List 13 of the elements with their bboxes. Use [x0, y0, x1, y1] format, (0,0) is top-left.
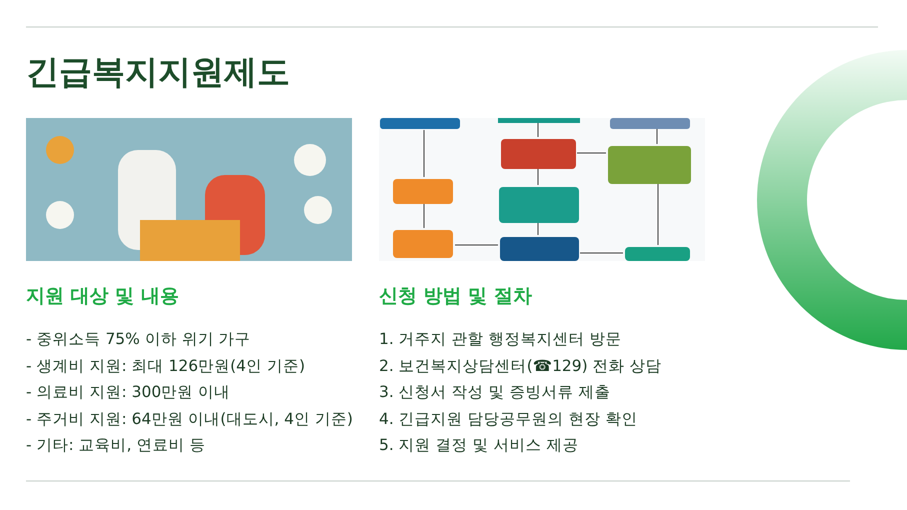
list-item: 4. 긴급지원 담당공무원의 현장 확인: [379, 408, 638, 430]
page-title: 긴급복지지원제도: [26, 52, 290, 92]
list-item: - 기타: 교육비, 연료비 등: [26, 435, 206, 456]
list-item: 2. 보건복지상담센터(☎129) 전화 상담: [379, 356, 662, 376]
list-item: - 중위소득 75% 이하 위기 가구: [26, 329, 251, 350]
list-item: - 생계비 지원: 최대 126만원(4인 기준): [26, 356, 305, 376]
list-item: - 주거비 지원: 64만원 이내(대도시, 4인 기준): [26, 408, 353, 430]
list-item: 1. 거주지 관할 행정복지센터 방문: [379, 329, 622, 350]
list-item: 3. 신청서 작성 및 증빙서류 제출: [379, 382, 610, 403]
section-heading: 지원 대상 및 내용: [26, 284, 179, 309]
section-heading: 신청 방법 및 절차: [379, 284, 532, 309]
list-item: - 의료비 지원: 300만원 이내: [26, 382, 230, 403]
list-item: 5. 지원 결정 및 서비스 제공: [379, 435, 578, 456]
